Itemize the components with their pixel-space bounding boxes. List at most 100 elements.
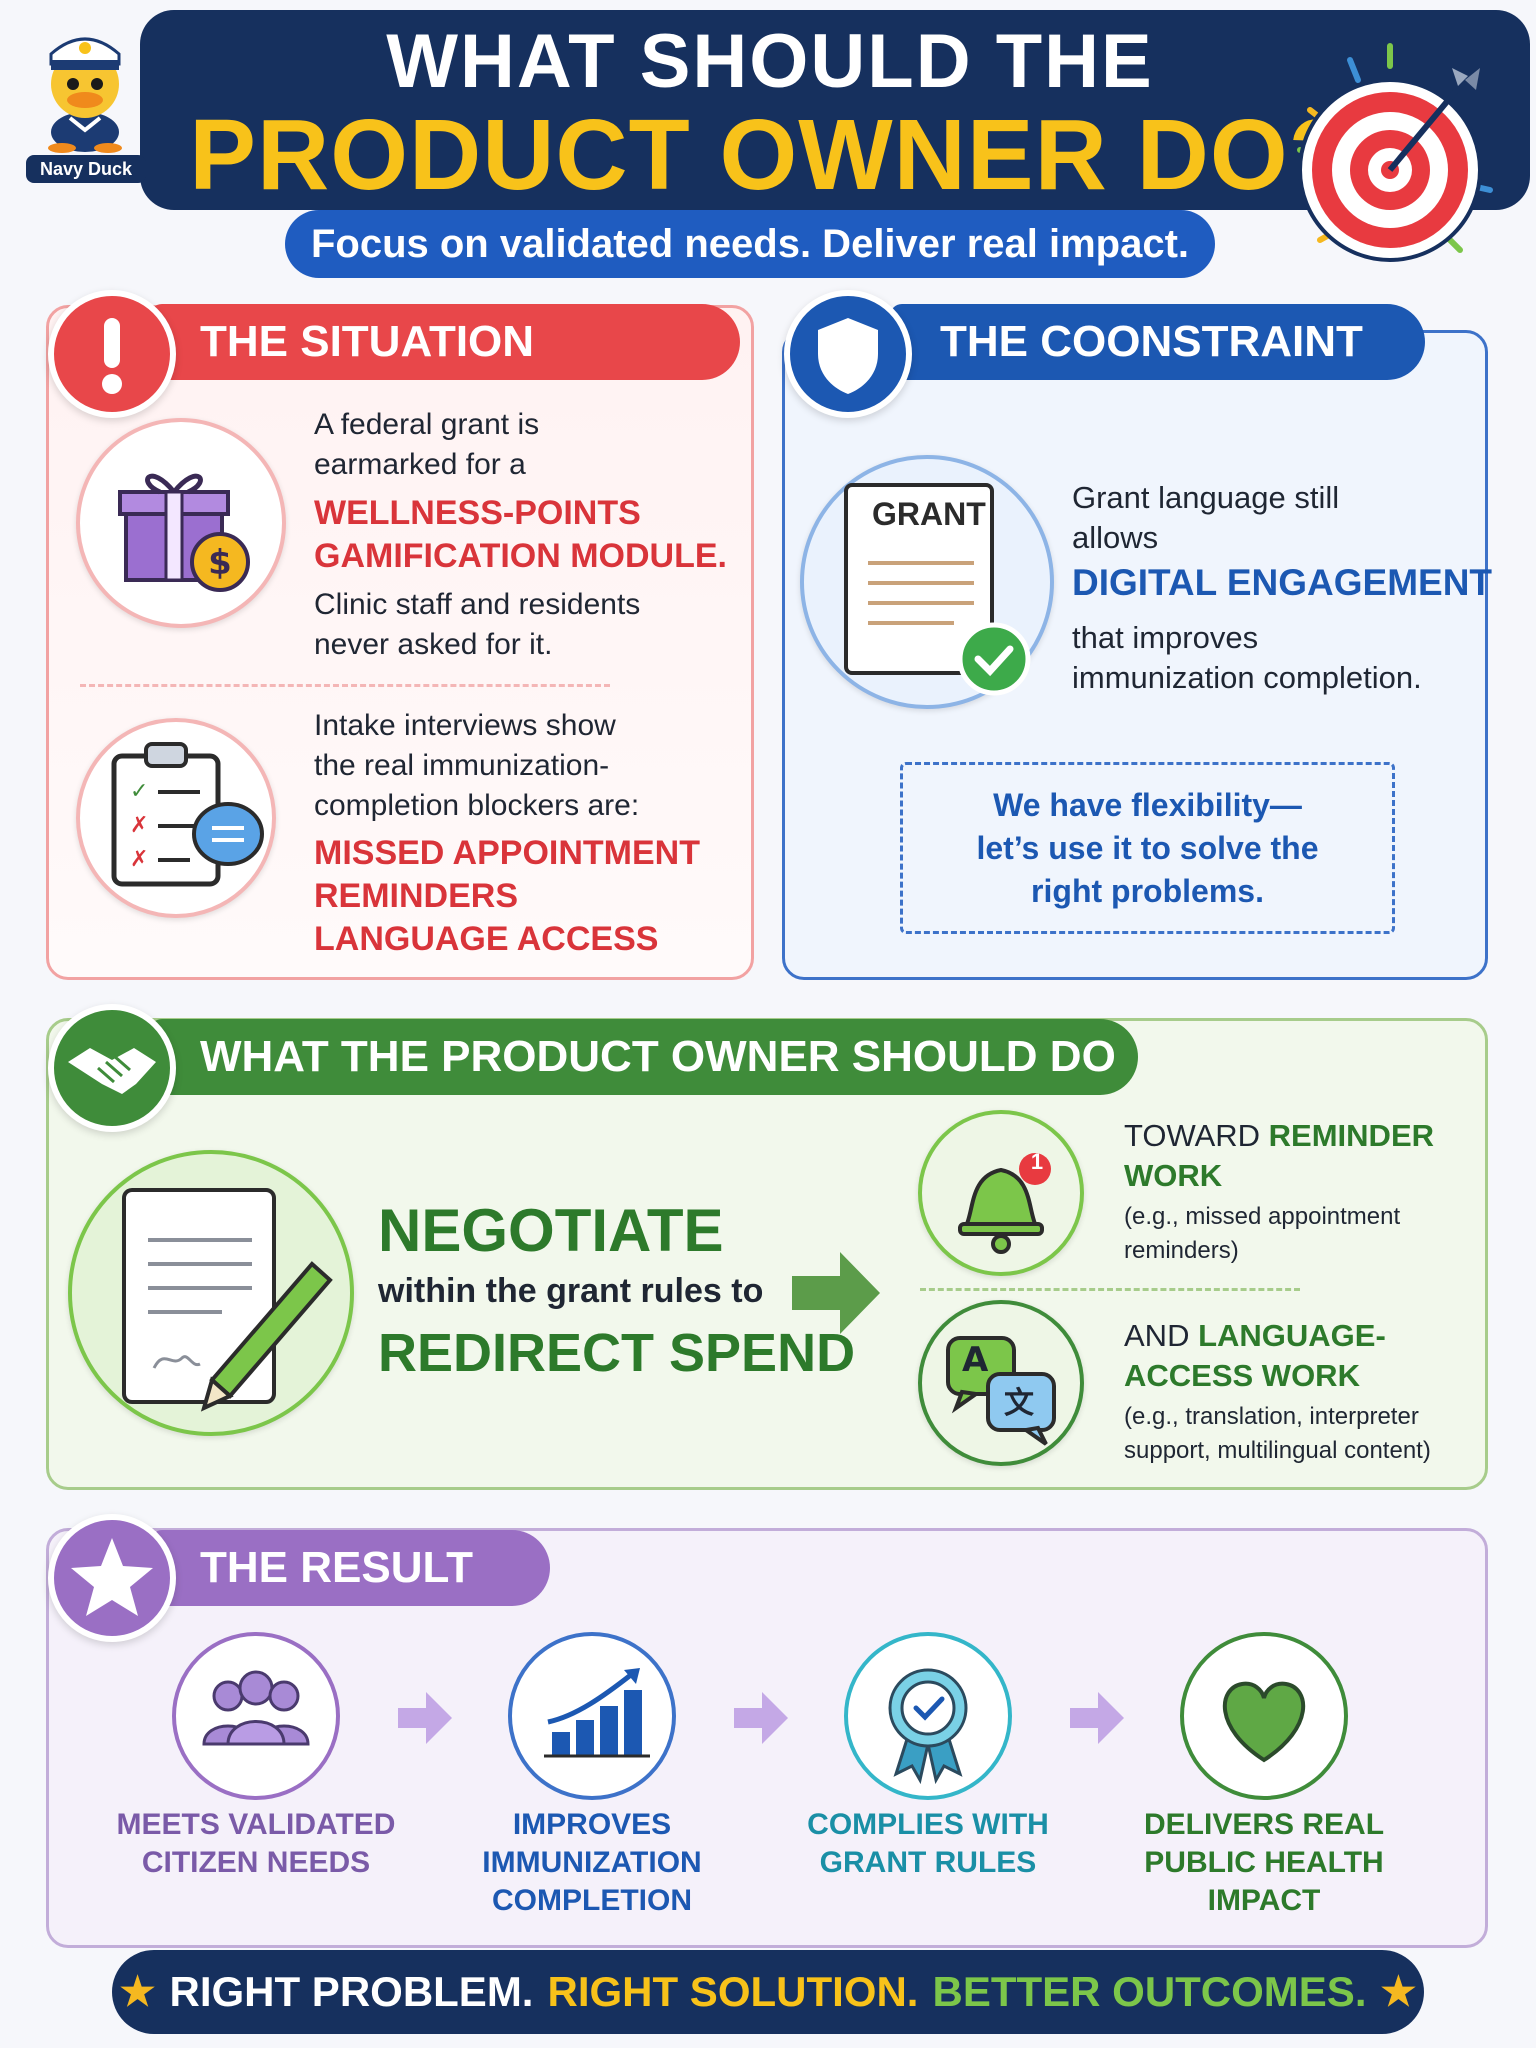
action-badge	[48, 1004, 176, 1132]
situation-p2: Intake interviews show the real immuniza…	[314, 706, 639, 826]
svg-text:$: $	[208, 543, 232, 583]
lang-glyph-a: A	[962, 1340, 989, 1380]
target-icon	[1280, 40, 1510, 290]
text-line: allows	[1072, 520, 1159, 555]
situation-p1: A federal grant is earmarked for a	[314, 405, 539, 485]
toward-highlight-1: REMINDER	[1268, 1118, 1435, 1153]
result-arrow-2	[730, 1688, 790, 1752]
navy-duck-logo	[30, 14, 140, 154]
result-label-1: MEETS VALIDATED CITIZEN NEEDS	[116, 1806, 396, 1882]
text-line: let’s use it to solve the	[976, 829, 1319, 866]
grant-label: GRANT	[872, 496, 986, 532]
footer-part-1: RIGHT PROBLEM.	[169, 1968, 534, 2015]
situation-p2-highlight: MISSED APPOINTMENT REMINDERS LANGUAGE AC…	[314, 832, 700, 961]
text-line: MISSED APPOINTMENT	[314, 834, 700, 872]
result-line: MEETS VALIDATED	[116, 1808, 396, 1841]
text-line: that improves	[1072, 620, 1259, 655]
toward-prefix: TOWARD	[1124, 1118, 1269, 1153]
action-title: WHAT THE PRODUCT OWNER SHOULD DO	[150, 1019, 1138, 1095]
svg-text:✗: ✗	[130, 813, 148, 838]
negotiate-heading: NEGOTIATE	[378, 1197, 724, 1264]
text-line: (e.g., translation, interpreter	[1124, 1403, 1419, 1430]
text-line: GAMIFICATION MODULE.	[314, 537, 727, 575]
people-icon	[202, 1670, 310, 1746]
page-title-line1: WHAT SHOULD THE	[386, 19, 1154, 104]
within-text: within the grant rules to	[378, 1272, 764, 1310]
toward-note: (e.g., missed appointment reminders)	[1124, 1200, 1400, 1268]
situation-badge	[48, 290, 176, 418]
notification-badge: 1	[1030, 1149, 1044, 1174]
result-arrow-1	[394, 1688, 454, 1752]
clipboard-icon: ✓ ✗ ✗	[76, 718, 276, 918]
star-icon: ★	[1380, 1970, 1417, 2014]
text-line: Clinic staff and residents	[314, 588, 641, 621]
text-line: support, multilingual content)	[1124, 1437, 1431, 1464]
situation-p1-highlight: WELLNESS-POINTS GAMIFICATION MODULE.	[314, 492, 727, 578]
flexibility-note: We have flexibility— let’s use it to sol…	[900, 762, 1395, 934]
toward-reminder-text: TOWARD REMINDER WORK	[1124, 1116, 1434, 1196]
shield-icon	[818, 318, 878, 394]
gift-icon: $	[76, 418, 286, 628]
star-icon: ★	[119, 1970, 156, 2014]
and-highlight-2: ACCESS WORK	[1124, 1358, 1360, 1393]
text-line: Grant language still	[1072, 480, 1340, 515]
award-ribbon-icon	[888, 1668, 968, 1785]
signing-document-icon	[68, 1150, 354, 1436]
text-line: immunization completion.	[1072, 660, 1422, 695]
bell-icon	[918, 1110, 1084, 1276]
situation-divider	[80, 684, 610, 687]
and-highlight-1: LANGUAGE-	[1198, 1318, 1386, 1353]
text-line: A federal grant is	[314, 408, 540, 441]
text-line: (e.g., missed appointment	[1124, 1203, 1401, 1230]
text-line: We have flexibility—	[993, 786, 1302, 823]
result-line: IMPROVES	[512, 1808, 672, 1841]
logo-label: Navy Duck	[26, 155, 146, 183]
result-line: COMPLETION	[492, 1884, 692, 1917]
result-label-3: COMPLIES WITH GRANT RULES	[788, 1806, 1068, 1882]
and-language-text: AND LANGUAGE- ACCESS WORK	[1124, 1316, 1386, 1396]
situation-title: THE SITUATION	[150, 304, 740, 380]
star-icon	[71, 1538, 153, 1616]
result-line: COMPLIES WITH	[807, 1808, 1049, 1841]
result-line: IMPACT	[1207, 1884, 1321, 1917]
subtitle-pill: Focus on validated needs. Deliver real i…	[285, 210, 1215, 278]
text-line: WELLNESS-POINTS	[314, 494, 641, 532]
svg-text:✗: ✗	[130, 847, 148, 872]
chart-up-icon	[544, 1668, 650, 1758]
result-line: IMMUNIZATION	[482, 1846, 702, 1879]
lang-glyph-b: 文	[1004, 1386, 1034, 1421]
constraint-title: THE COONSTRAINT	[890, 304, 1425, 380]
result-circle-chart	[508, 1632, 676, 1800]
footer-part-3: BETTER OUTCOMES.	[932, 1968, 1367, 2015]
footer-part-2: RIGHT SOLUTION.	[547, 1968, 919, 2015]
constraint-highlight: DIGITAL ENGAGEMENT	[1072, 562, 1493, 603]
text-line: reminders)	[1124, 1237, 1239, 1264]
result-line: PUBLIC HEALTH	[1144, 1846, 1384, 1879]
result-line: CITIZEN NEEDS	[141, 1846, 371, 1879]
text-line: REMINDERS	[314, 877, 519, 915]
handshake-icon	[68, 1048, 156, 1094]
text-line: completion blockers are:	[314, 789, 640, 822]
constraint-text-a: Grant language still allows	[1072, 478, 1339, 558]
result-label-2: IMPROVES IMMUNIZATION COMPLETION	[452, 1806, 732, 1920]
result-circle-award	[844, 1632, 1012, 1800]
svg-text:✓: ✓	[130, 779, 148, 804]
arrow-right-icon	[788, 1248, 884, 1338]
constraint-badge	[784, 290, 912, 418]
toward-highlight-2: WORK	[1124, 1158, 1223, 1193]
constraint-text-b: that improves immunization completion.	[1072, 618, 1422, 698]
footer-banner: ★ RIGHT PROBLEM. RIGHT SOLUTION. BETTER …	[112, 1950, 1424, 2034]
text-line: earmarked for a	[314, 448, 526, 481]
result-line: GRANT RULES	[819, 1846, 1037, 1879]
text-line: the real immunization-	[314, 749, 610, 782]
text-line: right problems.	[1031, 872, 1264, 909]
grant-document-icon	[800, 455, 1054, 709]
text-line: never asked for it.	[314, 628, 553, 661]
exclamation-icon	[102, 318, 122, 394]
result-circle-heart	[1180, 1632, 1348, 1800]
result-label-4: DELIVERS REAL PUBLIC HEALTH IMPACT	[1124, 1806, 1404, 1920]
language-icon	[918, 1300, 1084, 1466]
page-title-line2: PRODUCT OWNER DO?	[189, 99, 1351, 211]
result-badge	[48, 1514, 176, 1642]
situation-p1-tail: Clinic staff and residents never asked f…	[314, 585, 640, 665]
